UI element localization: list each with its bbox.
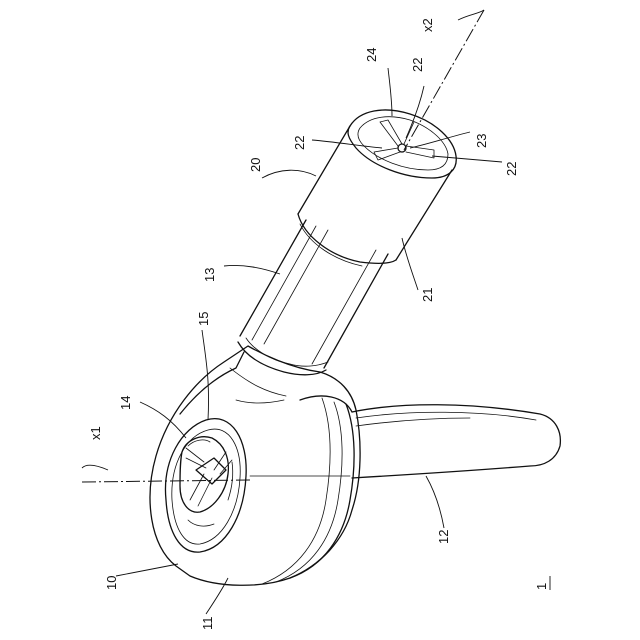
label-15: 15	[196, 312, 211, 326]
main-body	[150, 338, 360, 585]
leader-lines	[82, 10, 502, 614]
label-x1: x1	[88, 426, 103, 440]
label-21: 21	[420, 288, 435, 302]
label-22-left: 22	[292, 136, 307, 150]
label-1: 1	[534, 583, 549, 590]
label-24: 24	[364, 48, 379, 62]
label-22-right: 22	[504, 162, 519, 176]
label-23: 23	[474, 134, 489, 148]
label-14: 14	[118, 396, 133, 410]
label-20: 20	[248, 158, 263, 172]
label-12: 12	[436, 530, 451, 544]
figure-number: 1	[534, 576, 550, 590]
nozzle-attachment	[298, 110, 456, 266]
label-10: 10	[104, 576, 119, 590]
handle	[352, 405, 560, 478]
label-11: 11	[200, 617, 215, 631]
axis-x2	[404, 10, 484, 150]
label-13: 13	[202, 268, 217, 282]
label-x2: x2	[420, 18, 435, 32]
rear-grille	[180, 437, 233, 526]
label-22-top: 22	[410, 58, 425, 72]
